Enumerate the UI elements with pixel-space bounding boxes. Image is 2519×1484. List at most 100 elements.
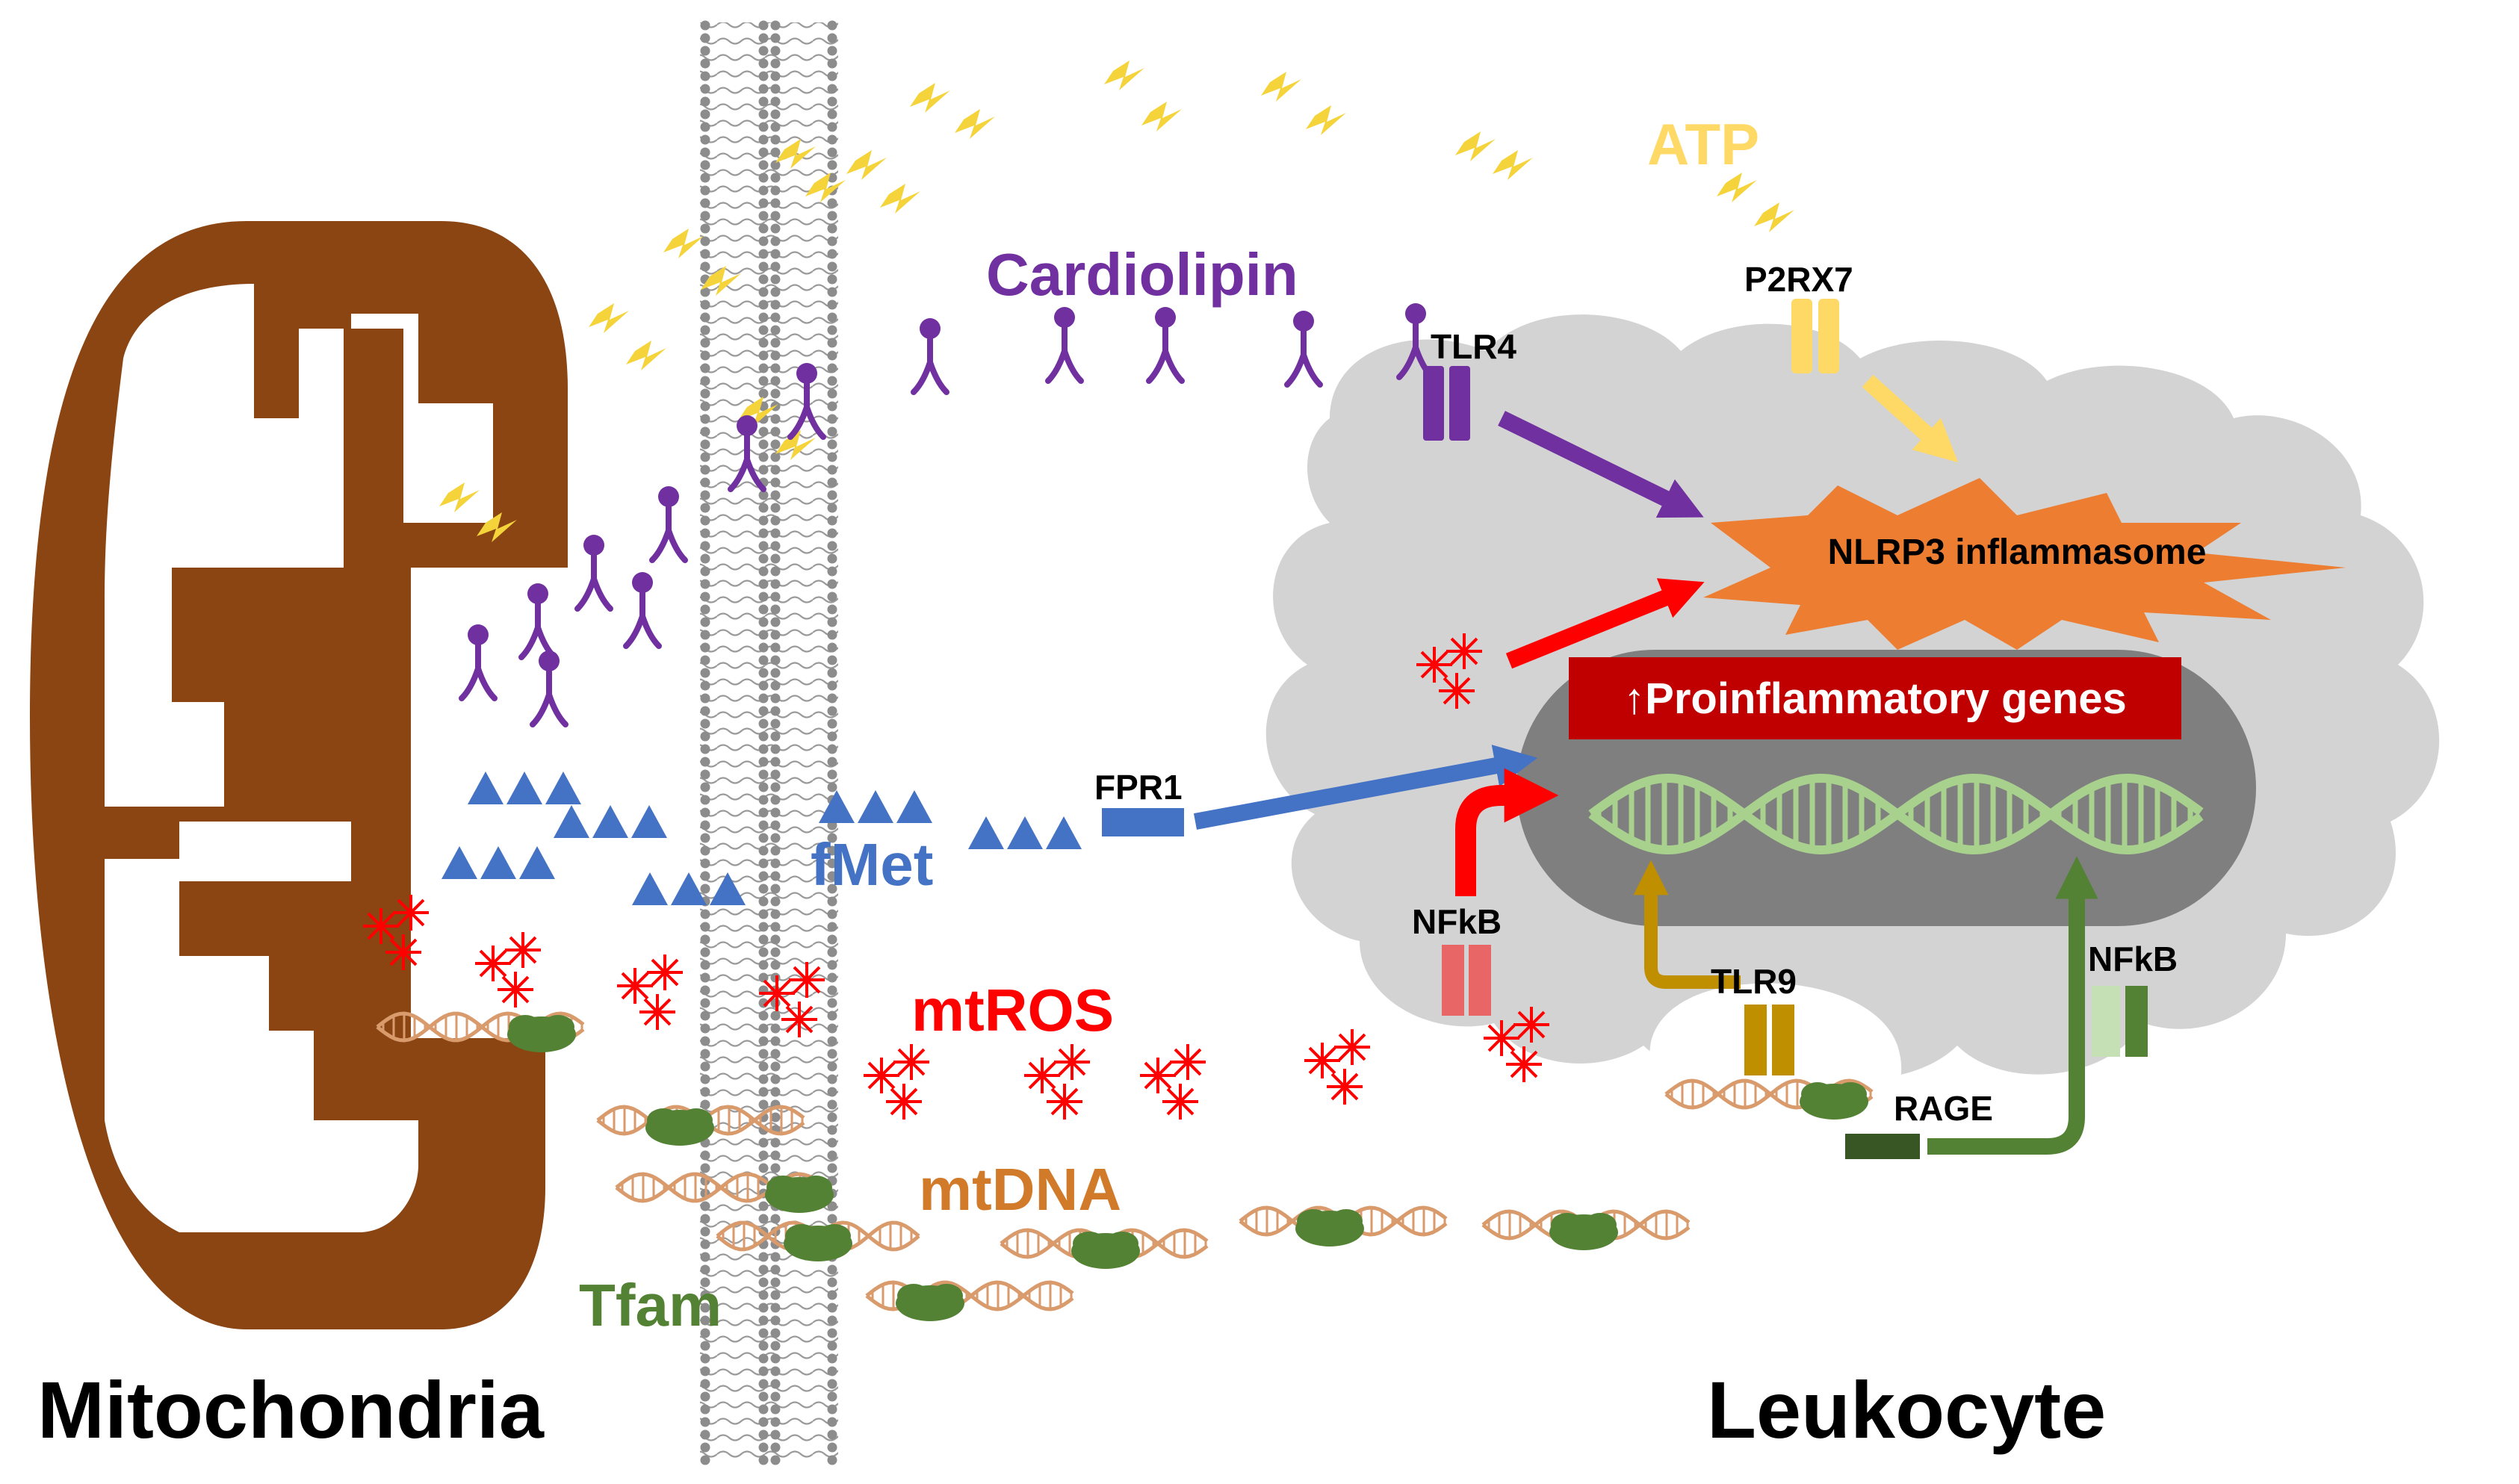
lipid-head (758, 84, 769, 94)
lipid-head (770, 1404, 781, 1415)
lipid-head (770, 579, 781, 589)
lipid-head (700, 249, 710, 259)
lipid-head (758, 960, 769, 970)
lipid-head (700, 363, 710, 373)
lipid-head (700, 1366, 710, 1376)
arrows (1193, 374, 2098, 1155)
lipid-head (827, 109, 837, 119)
lipid-head (700, 1277, 710, 1288)
fmet-triangle (1046, 816, 1082, 849)
ros-star (1513, 1007, 1549, 1043)
lipid-head (827, 998, 837, 1008)
lipid-head (758, 1315, 769, 1326)
ros-star (1484, 1020, 1519, 1056)
lipid-head (770, 338, 781, 348)
lipid-head (827, 465, 837, 475)
lipid-head (700, 1074, 710, 1084)
lipid-head (700, 465, 710, 475)
lipid-head (700, 833, 710, 843)
lipid-head (758, 706, 769, 716)
lipid-head (770, 1391, 781, 1402)
lipid-head (700, 71, 710, 81)
ros-star (393, 895, 429, 931)
lipid-head (700, 820, 710, 831)
lipid-head (758, 807, 769, 818)
lipid-head (770, 299, 781, 310)
lipid-head (827, 160, 837, 170)
lipid-head (758, 566, 769, 577)
lipid-head (758, 1264, 769, 1275)
fpr1-arrow (1193, 745, 1538, 830)
lipid-head (770, 46, 781, 56)
lipid-head (770, 33, 781, 43)
lipid-head (758, 33, 769, 43)
tlr4-arrow (1498, 411, 1704, 518)
lipid-head (827, 668, 837, 678)
lipid-head (758, 1328, 769, 1338)
lipid-head (827, 731, 837, 742)
atp-bolt-icon (1717, 173, 1757, 202)
lipid-head (827, 1442, 837, 1453)
lipid-head (700, 185, 710, 196)
atp-bolt-icon (477, 512, 517, 542)
lipid-head (700, 173, 710, 183)
lipid-head (770, 223, 781, 234)
mtros-molecules (363, 633, 1549, 1120)
lipid-head (827, 972, 837, 983)
ros-star (1140, 1058, 1176, 1093)
lipid-head (700, 680, 710, 691)
atp-bolt-icon (955, 109, 995, 139)
lipid-head (770, 287, 781, 297)
lipid-head (700, 287, 710, 297)
lipid-head (700, 744, 710, 754)
fmet-triangle (968, 816, 1004, 849)
lipid-head (758, 287, 769, 297)
lipid-head (758, 757, 769, 767)
lipid-head (700, 236, 710, 246)
lipid-head (700, 1264, 710, 1275)
lipid-head (700, 718, 710, 729)
atp-bolts (439, 60, 1794, 542)
atp-bolt-icon (1141, 102, 1182, 131)
lipid-head (770, 1036, 781, 1046)
lipid-head (758, 1023, 769, 1034)
lipid-head (758, 1379, 769, 1389)
lipid-head (827, 1290, 837, 1300)
lipid-head (770, 236, 781, 246)
lipid-head (700, 845, 710, 856)
lipid-head (827, 1112, 837, 1123)
lipid-head (827, 1328, 837, 1338)
lipid-head (758, 947, 769, 957)
tlr9-receptor (1744, 1005, 1794, 1075)
cardiolipin-icon (623, 572, 662, 649)
lipid-head (700, 769, 710, 780)
lipid-head (758, 439, 769, 450)
lipid-head (827, 388, 837, 399)
lipid-head (758, 350, 769, 361)
fmet-triangle (554, 805, 589, 838)
lipid-head (700, 757, 710, 767)
lipid-head (758, 782, 769, 792)
lipid-head (770, 1252, 781, 1262)
lipid-head (770, 388, 781, 399)
lipid-head (827, 401, 837, 412)
tfam-protein (1071, 1232, 1140, 1269)
nlrp3-label: NLRP3 inflammasome (1828, 533, 2207, 572)
tfam-protein (1800, 1082, 1868, 1120)
lipid-head (770, 84, 781, 94)
lipid-head (770, 261, 781, 272)
lipid-head (827, 274, 837, 285)
lipid-head (770, 592, 781, 602)
lipid-head (700, 909, 710, 919)
lipid-head (770, 426, 781, 437)
lipid-head (770, 147, 781, 158)
lipid-head (758, 1290, 769, 1300)
lipid-head (827, 718, 837, 729)
lipid-head (770, 490, 781, 500)
lipid-head (758, 680, 769, 691)
cardiolipin-icon (1045, 307, 1084, 384)
lipid-head (758, 1353, 769, 1364)
lipid-head (770, 249, 781, 259)
lipid-head (827, 1353, 837, 1364)
